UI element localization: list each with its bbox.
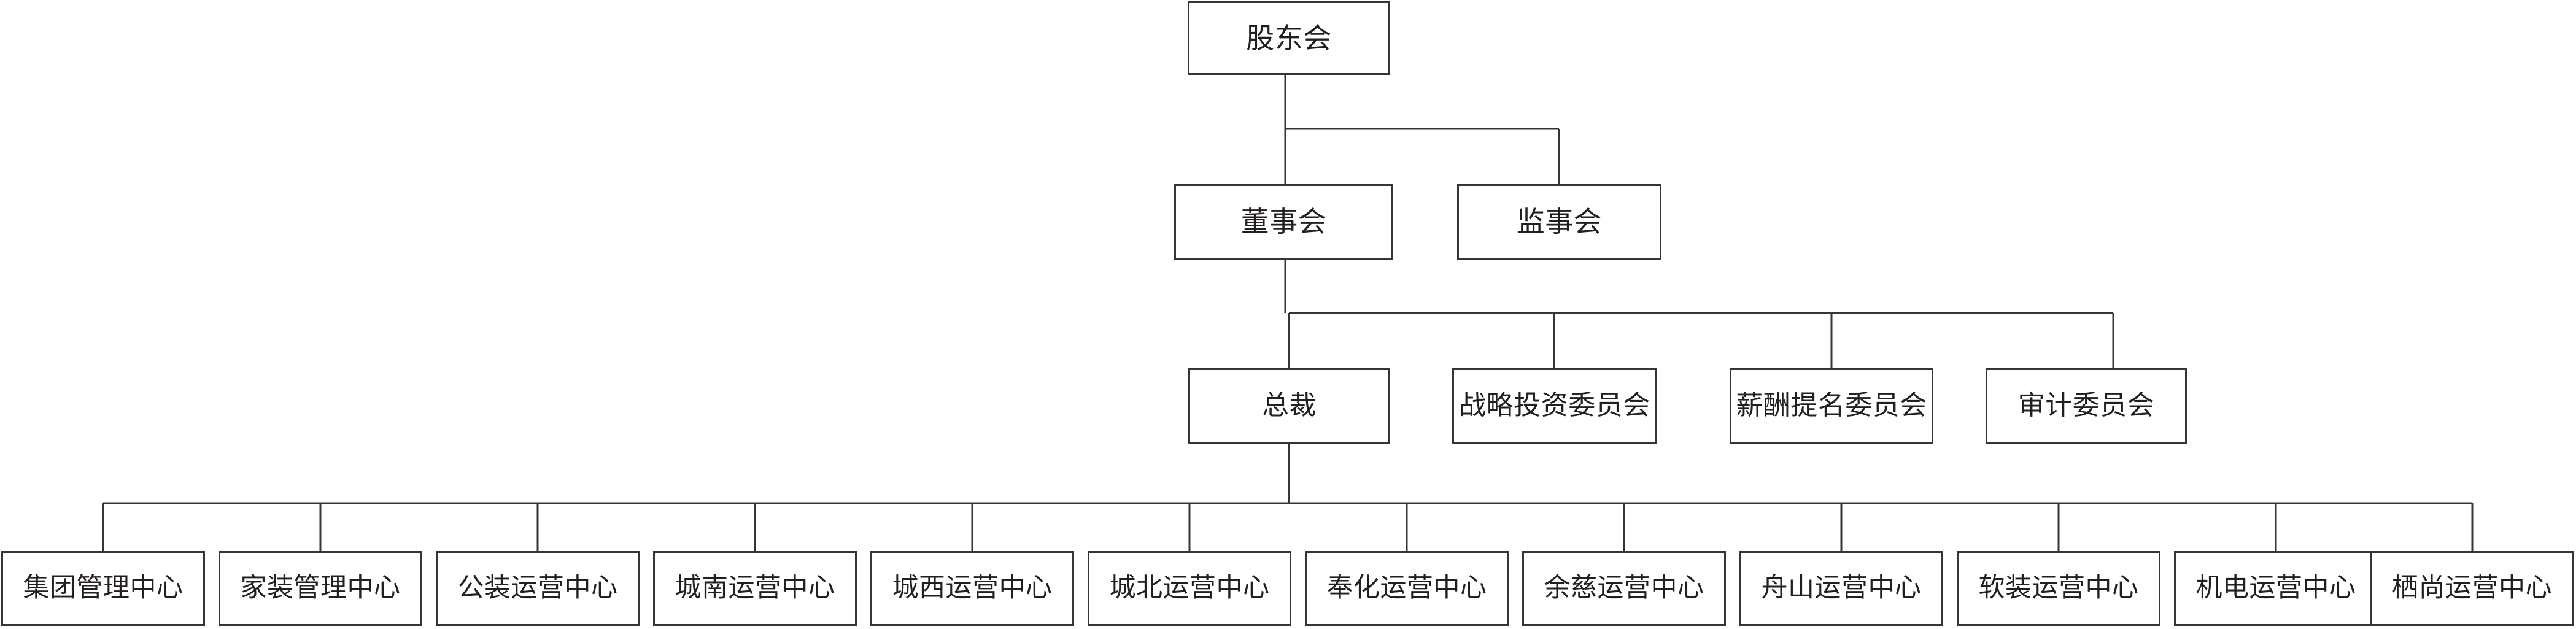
org-node-label: 监事会 xyxy=(1516,205,1603,239)
org-node-label: 薪酬提名委员会 xyxy=(1736,390,1927,422)
org-node-label: 奉化运营中心 xyxy=(1326,573,1487,604)
org-node-chengnan-operation-center[interactable]: 城南运营中心 xyxy=(653,551,857,626)
org-node-label: 公装运营中心 xyxy=(457,573,618,604)
org-node-label: 集团管理中心 xyxy=(23,573,184,604)
org-node-label: 城北运营中心 xyxy=(1109,573,1270,604)
org-node-board-of-directors[interactable]: 董事会 xyxy=(1174,184,1393,260)
org-node-compensation-nomination-committee[interactable]: 薪酬提名委员会 xyxy=(1730,368,1933,444)
org-node-label: 舟山运营中心 xyxy=(1761,573,1922,604)
org-node-board-of-supervisors[interactable]: 监事会 xyxy=(1457,184,1661,260)
org-node-label: 城西运营中心 xyxy=(892,573,1053,604)
org-node-chengbei-operation-center[interactable]: 城北运营中心 xyxy=(1088,551,1291,626)
org-node-label: 家装管理中心 xyxy=(240,573,401,604)
org-node-fenghua-operation-center[interactable]: 奉化运营中心 xyxy=(1305,551,1509,626)
org-node-shareholders[interactable]: 股东会 xyxy=(1188,1,1390,75)
org-node-chengxi-operation-center[interactable]: 城西运营中心 xyxy=(870,551,1074,626)
org-node-yuci-operation-center[interactable]: 余慈运营中心 xyxy=(1522,551,1726,626)
org-node-president[interactable]: 总裁 xyxy=(1188,368,1390,444)
org-node-label: 软装运营中心 xyxy=(1978,573,2139,604)
org-node-label: 战略投资委员会 xyxy=(1459,390,1650,422)
org-node-qishang-operation-center[interactable]: 栖尚运营中心 xyxy=(2370,551,2574,626)
org-node-label: 余慈运营中心 xyxy=(1544,573,1704,604)
org-node-label: 股东会 xyxy=(1246,21,1332,55)
org-node-label: 城南运营中心 xyxy=(675,573,835,604)
org-node-label: 总裁 xyxy=(1262,390,1317,422)
org-node-electromechanical-operation-center[interactable]: 机电运营中心 xyxy=(2174,551,2378,626)
org-node-commercial-decoration-operation-center[interactable]: 公装运营中心 xyxy=(436,551,640,626)
org-node-label: 董事会 xyxy=(1240,205,1327,239)
org-node-label: 栖尚运营中心 xyxy=(2392,573,2552,604)
org-node-soft-decoration-operation-center[interactable]: 软装运营中心 xyxy=(1957,551,2160,626)
org-node-group-management-center[interactable]: 集团管理中心 xyxy=(1,551,205,626)
org-node-zhoushan-operation-center[interactable]: 舟山运营中心 xyxy=(1739,551,1943,626)
org-node-strategic-investment-committee[interactable]: 战略投资委员会 xyxy=(1452,368,1657,444)
org-node-home-decoration-management-center[interactable]: 家装管理中心 xyxy=(219,551,422,626)
org-node-audit-committee[interactable]: 审计委员会 xyxy=(1986,368,2187,444)
org-node-label: 审计委员会 xyxy=(2017,390,2155,422)
org-node-label: 机电运营中心 xyxy=(2195,573,2356,604)
